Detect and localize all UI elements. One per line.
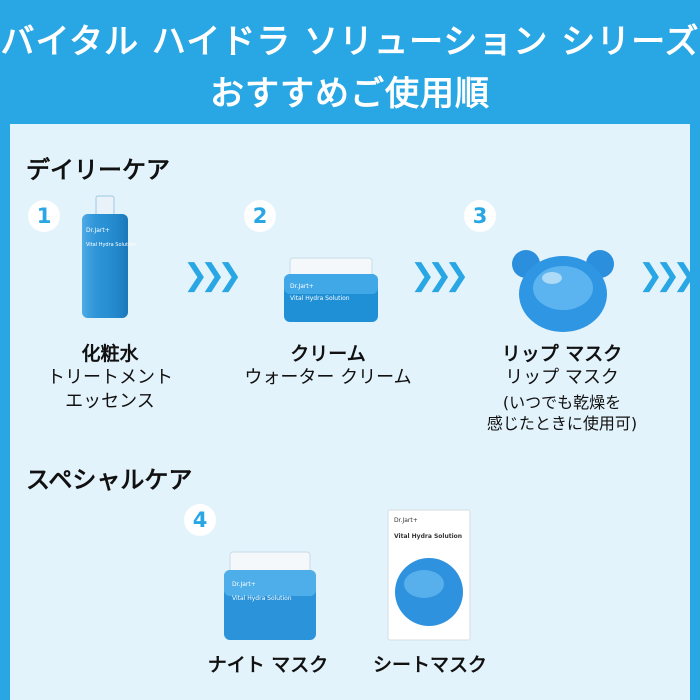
product-sub-cream: ウォーター クリーム <box>244 367 412 388</box>
night-mask-brand-text: Dr.Jart+ <box>232 581 256 588</box>
sheet-mask-brand-text: Dr.Jart+ <box>394 517 418 524</box>
product-sub-toner-2: エッセンス <box>65 391 155 412</box>
step-number-1: 1 <box>28 200 60 232</box>
toner-brand-text: Dr.Jart+ <box>86 227 110 234</box>
product-name-night-mask: ナイト マスク <box>207 654 329 676</box>
header-title-line1: バイタル ハイドラ ソリューション シリーズ <box>0 22 700 62</box>
product-name-cream: クリーム <box>290 343 366 365</box>
product-name-lip-mask: リップ マスク <box>501 343 623 365</box>
step-number-4: 4 <box>184 504 216 536</box>
arrow-icon-2: ❯❯❯ <box>410 258 469 293</box>
section-title-daily: デイリーケア <box>26 156 170 184</box>
night-mask-jar-icon: Dr.Jart+ Vital Hydra Solution <box>224 551 316 640</box>
lip-mask-bear-icon <box>512 250 614 332</box>
product-sub-toner-1: トリートメント <box>47 367 173 388</box>
cream-line-text: Vital Hydra Solution <box>290 295 350 302</box>
cream-jar-icon: Dr.Jart+ Vital Hydra Solution <box>284 257 378 322</box>
toner-bottle-icon: Dr.Jart+ Vital Hydra Solution <box>82 195 136 318</box>
product-sub-lip-mask: リップ マスク <box>505 367 619 388</box>
product-name-sheet-mask: シートマスク <box>372 654 487 676</box>
page-header: バイタル ハイドラ ソリューション シリーズ おすすめご使用順 <box>0 0 700 122</box>
arrow-icon-1: ❯❯❯ <box>183 258 242 293</box>
night-mask-line-text: Vital Hydra Solution <box>232 595 292 602</box>
sheet-mask-pack-icon: Dr.Jart+ Vital Hydra Solution <box>387 509 471 641</box>
sheet-mask-line-text: Vital Hydra Solution <box>394 533 462 540</box>
step-number-2: 2 <box>244 200 276 232</box>
cream-brand-text: Dr.Jart+ <box>290 283 314 290</box>
step-number-3: 3 <box>464 200 496 232</box>
product-note-lip-mask-1: (いつでも乾燥を <box>502 393 622 412</box>
toner-line-text: Vital Hydra Solution <box>86 242 136 248</box>
product-note-lip-mask-2: 感じたときに使用可) <box>486 414 638 433</box>
product-name-toner: 化粧水 <box>81 343 139 365</box>
arrow-icon-3: ❯❯❯ <box>638 258 697 293</box>
section-title-special: スペシャルケア <box>26 466 193 494</box>
header-title-line2: おすすめご使用順 <box>210 74 490 114</box>
